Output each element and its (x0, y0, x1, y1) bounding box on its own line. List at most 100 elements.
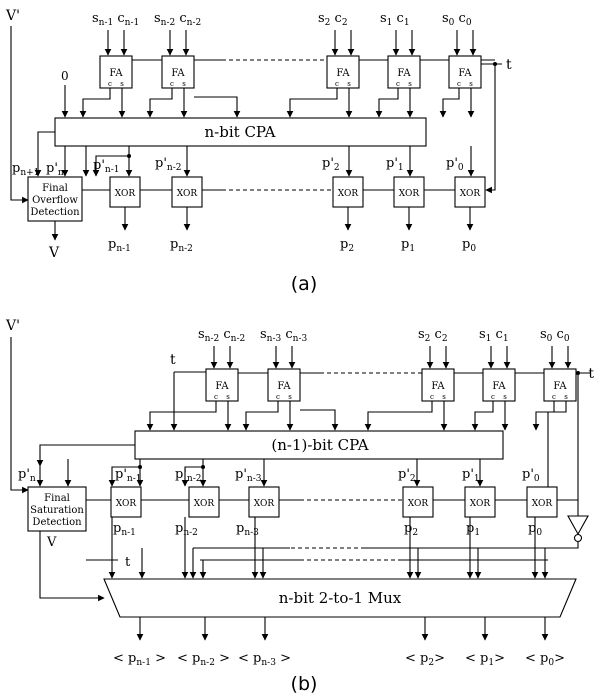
svg-text:p2: p2 (340, 237, 354, 254)
svg-text:FA: FA (277, 381, 291, 392)
svg-text:p'n: p'n (18, 467, 36, 484)
b-t-left-label: t (170, 352, 176, 368)
svg-text:pn-2: pn-2 (170, 237, 193, 254)
b-fa-row: FA c s FA c s FA c s FA c s (205, 368, 577, 402)
xor-gate: XOR (393, 176, 425, 208)
svg-text:Detection: Detection (30, 207, 80, 218)
svg-text:FA: FA (431, 381, 445, 392)
svg-text:p'n-2: p'n-2 (175, 467, 201, 484)
fa-input-label: sn-1 cn-1 (92, 11, 139, 28)
xor-gate: XOR (171, 176, 203, 208)
svg-text:Saturation: Saturation (30, 505, 84, 516)
svg-text:c: c (214, 393, 218, 401)
a-output-arrows (51, 207, 474, 241)
b-vprime-wire (10, 337, 29, 494)
full-adder: FA c s (543, 368, 577, 402)
a-final-overflow-detection (27, 176, 83, 222)
svg-text:c: c (552, 393, 556, 401)
svg-text:s2 c2: s2 c2 (418, 327, 448, 344)
svg-text:s: s (182, 80, 186, 88)
fa-input-label: sn-2 cn-2 (154, 11, 201, 28)
svg-text:XOR: XOR (177, 189, 198, 199)
svg-text:< pn-1 >: < pn-1 > (113, 651, 166, 668)
b-cpa-to-xor (36, 459, 484, 487)
b-xor-output-labels: pn-1 pn-2 pn-3 p2 p1 p0 (113, 521, 542, 538)
figure-a: V' sn-1 cn-1 sn-2 cn-2 s2 c2 s1 c1 s0 c0… (5, 8, 512, 295)
full-adder: FA c s (448, 55, 482, 89)
svg-text:XOR: XOR (460, 189, 481, 199)
svg-text:< pn-2 >: < pn-2 > (177, 651, 230, 668)
svg-text:p'1: p'1 (386, 156, 404, 173)
b-pprime-labels: p'n p'n-1 p'n-2 p'n-3 p'2 p'1 p'0 (18, 467, 540, 484)
a-fa-row: FA c s FA c s FA c s FA c s (99, 55, 482, 89)
svg-text:FA: FA (397, 68, 411, 79)
a-zero-label: 0 (61, 69, 69, 83)
full-adder: FA c s (161, 55, 195, 89)
xor-gate: XOR (526, 486, 558, 518)
svg-text:< p1>: < p1> (465, 651, 505, 668)
svg-text:sn-3 cn-3: sn-3 cn-3 (260, 327, 308, 344)
svg-text:XOR: XOR (470, 499, 491, 509)
svg-text:c: c (276, 393, 280, 401)
svg-text:p1: p1 (466, 521, 480, 538)
full-adder: FA c s (267, 368, 301, 402)
b-cpa-box (134, 430, 504, 460)
svg-text:Overflow: Overflow (32, 195, 78, 206)
svg-text:s1 c1: s1 c1 (479, 327, 509, 344)
svg-text:< p0>: < p0> (525, 651, 565, 668)
svg-text:c: c (170, 80, 174, 88)
full-adder: FA c s (421, 368, 455, 402)
svg-text:XOR: XOR (194, 499, 215, 509)
a-pprime-labels: pn+1 p'n p'n-1 p'n-2 p'2 p'1 p'0 (12, 156, 464, 178)
svg-text:p'n-1: p'n-1 (115, 467, 141, 484)
b-v-output: V (46, 535, 57, 550)
a-cpa-label: n-bit CPA (205, 123, 276, 141)
svg-text:s: s (120, 80, 124, 88)
svg-text:XOR: XOR (399, 189, 420, 199)
svg-text:p'0: p'0 (446, 156, 464, 173)
svg-text:c: c (457, 80, 461, 88)
xor-gate: XOR (464, 486, 496, 518)
xor-gate: XOR (188, 486, 220, 518)
svg-text:XOR: XOR (532, 499, 553, 509)
xor-gate: XOR (109, 176, 141, 208)
b-xor-row: XOR XOR XOR XOR XOR XOR (110, 486, 558, 518)
svg-text:p'0: p'0 (522, 467, 540, 484)
b-mux-output-labels: < pn-1 > < pn-2 > < pn-3 > < p2> < p1> <… (113, 651, 565, 668)
full-adder: FA c s (387, 55, 421, 89)
svg-text:s: s (564, 393, 568, 401)
a-output-labels: pn-1 pn-2 p2 p1 p0 (108, 237, 476, 254)
b-final-saturation-detection (27, 486, 87, 532)
a-t-feedback (485, 64, 496, 194)
xor-gate: XOR (402, 486, 434, 518)
full-adder: FA c s (326, 55, 360, 89)
svg-text:c: c (491, 393, 495, 401)
svg-text:p'n: p'n (46, 161, 64, 178)
b-mux-label: n-bit 2-to-1 Mux (279, 589, 402, 607)
svg-text:XOR: XOR (115, 189, 136, 199)
full-adder: FA c s (482, 368, 516, 402)
svg-text:Final: Final (44, 493, 70, 504)
a-xor-row: XOR XOR XOR XOR XOR (109, 176, 486, 208)
svg-text:sn-2 cn-2: sn-2 cn-2 (198, 327, 245, 344)
svg-text:FA: FA (336, 68, 350, 79)
a-t-label: t (506, 57, 512, 73)
svg-text:FA: FA (492, 381, 506, 392)
b-mux-output-arrows (136, 617, 549, 641)
svg-text:p0: p0 (462, 237, 476, 254)
svg-text:FA: FA (215, 381, 229, 392)
b-vprime-label: V' (5, 318, 20, 334)
xor-gate: XOR (332, 176, 364, 208)
svg-text:XOR: XOR (408, 499, 429, 509)
svg-text:s0 c0: s0 c0 (540, 327, 570, 344)
svg-text:Detection: Detection (32, 517, 82, 528)
svg-text:pn-3: pn-3 (236, 521, 259, 538)
svg-text:c: c (396, 80, 400, 88)
svg-text:s: s (408, 80, 412, 88)
svg-text:s: s (347, 80, 351, 88)
b-fa-input-arrows (210, 346, 572, 369)
svg-text:c: c (430, 393, 434, 401)
svg-text:p'n-2: p'n-2 (155, 156, 181, 173)
svg-text:p'n-1: p'n-1 (93, 158, 119, 175)
b-cpa-label: (n-1)-bit CPA (271, 436, 368, 454)
